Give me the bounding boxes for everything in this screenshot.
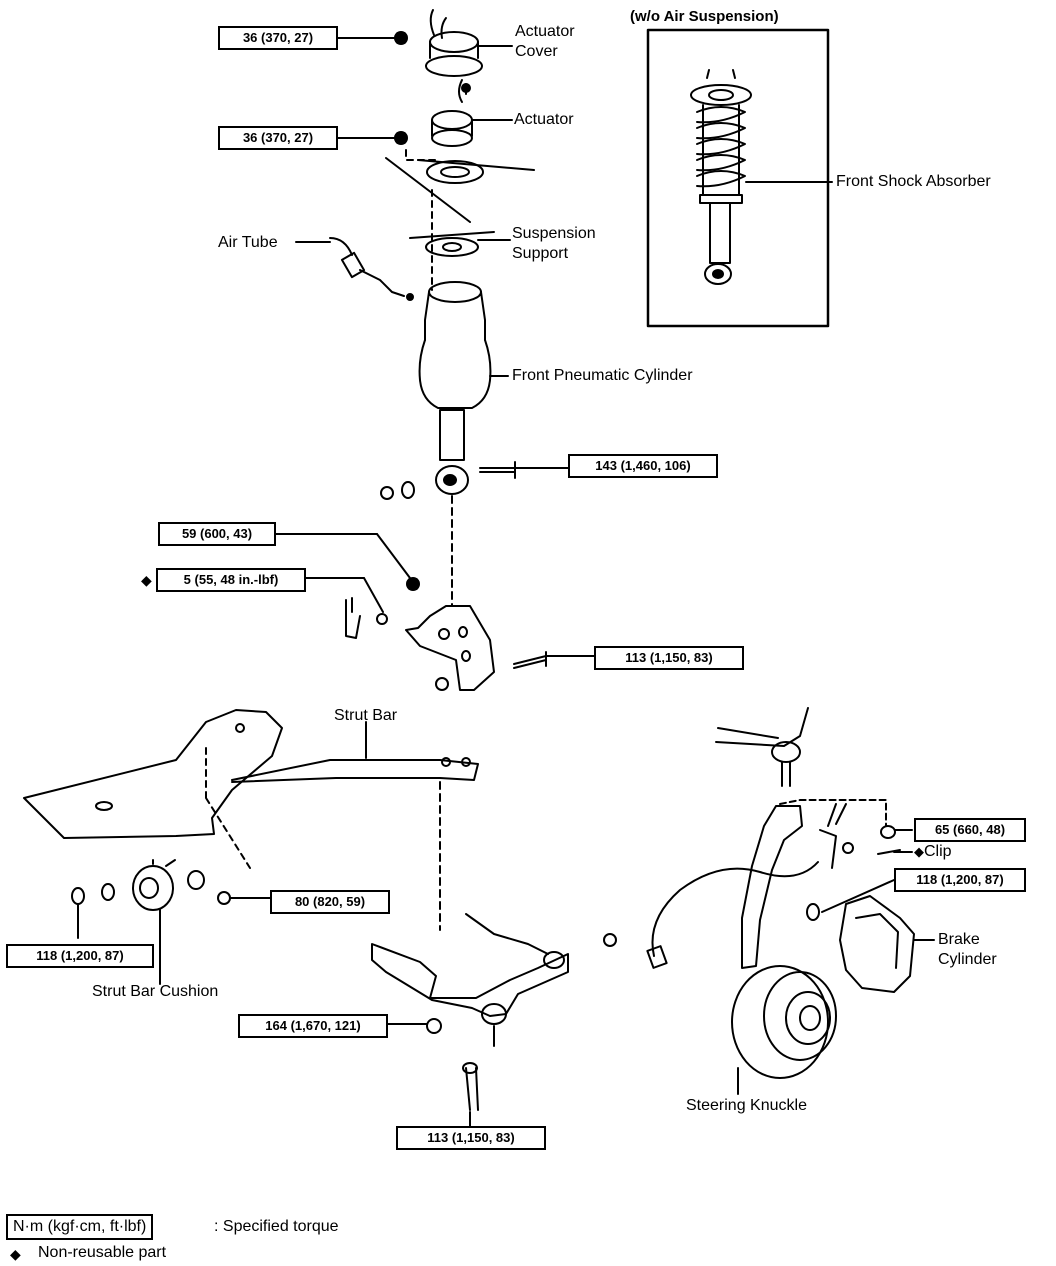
clip-label: ◆Clip — [914, 842, 952, 862]
front-shock-absorber-label: Front Shock Absorber — [836, 173, 991, 190]
torque-actuator-nut: 36 (370, 27) — [218, 126, 338, 150]
clip-label-text: Clip — [924, 843, 952, 860]
legend-torque-box: N·m (kgf·cm, ft·lbf) — [6, 1214, 154, 1240]
torque-strut-bar-front-nut: 118 (1,200, 87) — [6, 944, 154, 968]
torque-cylinder-bolt: 143 (1,460, 106) — [568, 454, 718, 478]
steering-knuckle-drawing — [603, 799, 913, 1095]
torque-caliper-bolt: 118 (1,200, 87) — [894, 868, 1026, 892]
pneumatic-cylinder-drawing — [380, 281, 569, 607]
legend-nonreusable-symbol: ◆ — [10, 1246, 21, 1262]
strut-bar-cushion-drawing — [71, 859, 271, 985]
strut-bar-label: Strut Bar — [334, 707, 398, 724]
shock-absorber-drawing — [690, 69, 833, 285]
brake-cylinder-label: Brake Cylinder — [938, 931, 997, 968]
air-tube-label: Air Tube — [218, 234, 278, 251]
lower-arm-drawing — [371, 913, 569, 1129]
nonreusable-symbol: ◆ — [914, 844, 924, 859]
torque-lower-arm-nut: 164 (1,670, 121) — [238, 1014, 388, 1038]
torque-actuator-cover-nut: 36 (370, 27) — [218, 26, 338, 50]
torque-bracket-bolt: 113 (1,150, 83) — [594, 646, 744, 670]
suspension-support-label: Suspension Support — [512, 225, 596, 262]
suspension-support-drawing — [425, 237, 511, 257]
actuator-cover-label: Actuator Cover — [515, 23, 575, 60]
air-tube-drawing — [295, 237, 414, 301]
upper-control-arm-drawing — [715, 707, 809, 787]
knuckle-bracket-drawing — [273, 533, 595, 691]
nonreusable-marker: ◆ — [141, 572, 152, 588]
torque-lower-arm-bolt: 113 (1,150, 83) — [396, 1126, 546, 1150]
torque-strut-bar-nut-upper: 65 (660, 48) — [914, 818, 1026, 842]
torque-strut-bar-cushion-nut: 80 (820, 59) — [270, 890, 390, 914]
brake-cylinder-drawing — [839, 895, 935, 993]
inset-title: (w/o Air Suspension) — [630, 8, 779, 25]
actuator-cover-drawing — [335, 9, 513, 95]
inset-frame — [646, 28, 830, 328]
strut-bar-drawing — [23, 709, 479, 931]
actuator-drawing — [335, 79, 513, 147]
actuator-label: Actuator — [514, 111, 574, 128]
torque-bracket-nut: 59 (600, 43) — [158, 522, 276, 546]
torque-sensor-bolt: 5 (55, 48 in.-lbf) — [156, 568, 306, 592]
legend-nonreusable-desc: Non-reusable part — [38, 1244, 167, 1261]
steering-knuckle-label: Steering Knuckle — [686, 1097, 807, 1114]
legend-torque-desc: : Specified torque — [214, 1218, 339, 1235]
front-pneumatic-cylinder-label: Front Pneumatic Cylinder — [512, 367, 693, 384]
strut-bar-cushion-label: Strut Bar Cushion — [92, 983, 219, 1000]
